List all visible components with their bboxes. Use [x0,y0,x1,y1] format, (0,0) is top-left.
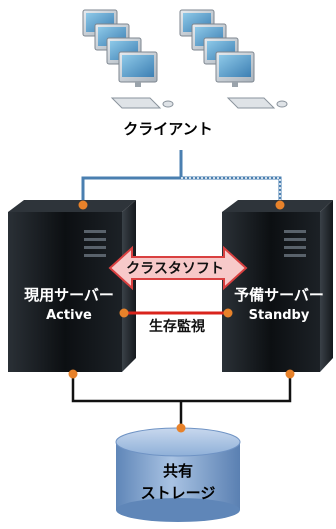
keyboard-icon [226,97,288,109]
connector-dot [275,200,285,210]
connector-dot [176,423,186,433]
cluster-software-label: クラスタソフト [126,261,224,277]
connector-dot [68,369,78,379]
active-server-name: 現用サーバー [24,286,114,304]
shared-storage-label-line1: 共有 [162,462,193,480]
storage-lines [71,374,292,428]
active-server [8,200,136,372]
computer-icon [215,51,255,87]
connector-dot [223,308,233,318]
standby-server-status: Standby [248,308,310,323]
connector-dot [78,200,88,210]
heartbeat-label: 生存監視 [149,319,205,335]
active-server-status: Active [46,308,92,323]
shared-storage [115,427,241,522]
keyboard-icon [110,97,174,109]
server-vent-icon [84,230,106,257]
clients-label: クライアント [123,120,213,138]
shared-storage-label-line2: ストレージ [140,484,216,502]
standby-server-name: 予備サーバー [234,286,324,304]
client-group-left [82,9,174,109]
cluster-double-arrow [108,245,248,291]
active-network-line [81,176,181,205]
server-vent-icon [284,230,306,257]
connector-dot [285,369,295,379]
computer-icon [118,51,158,87]
connector-dots [68,200,295,433]
standby-network-line-dotted [181,177,281,205]
standby-server [222,200,333,372]
network-lines [81,150,282,205]
client-group-right [179,9,288,109]
connector-dot [119,308,129,318]
